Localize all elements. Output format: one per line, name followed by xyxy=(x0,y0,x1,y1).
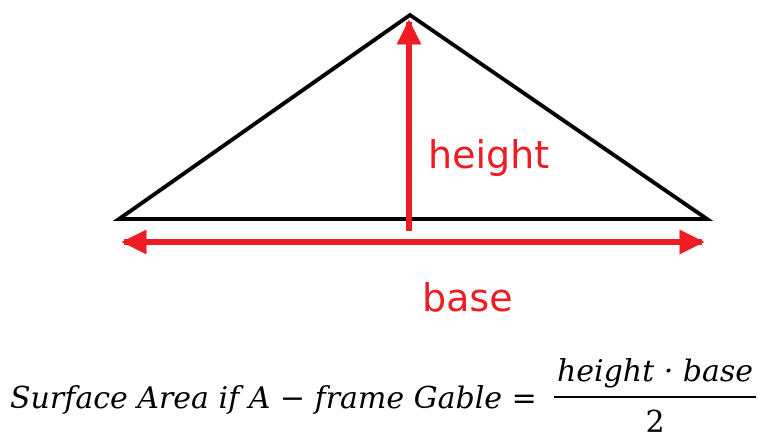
triangle-outline xyxy=(112,12,714,221)
base-label: base xyxy=(422,276,513,320)
height-label: height xyxy=(428,133,549,177)
formula-denominator: 2 xyxy=(645,405,664,440)
formula-lhs: Surface Area if A − frame Gable = xyxy=(10,381,537,416)
formula-numerator: height · base xyxy=(557,354,753,389)
